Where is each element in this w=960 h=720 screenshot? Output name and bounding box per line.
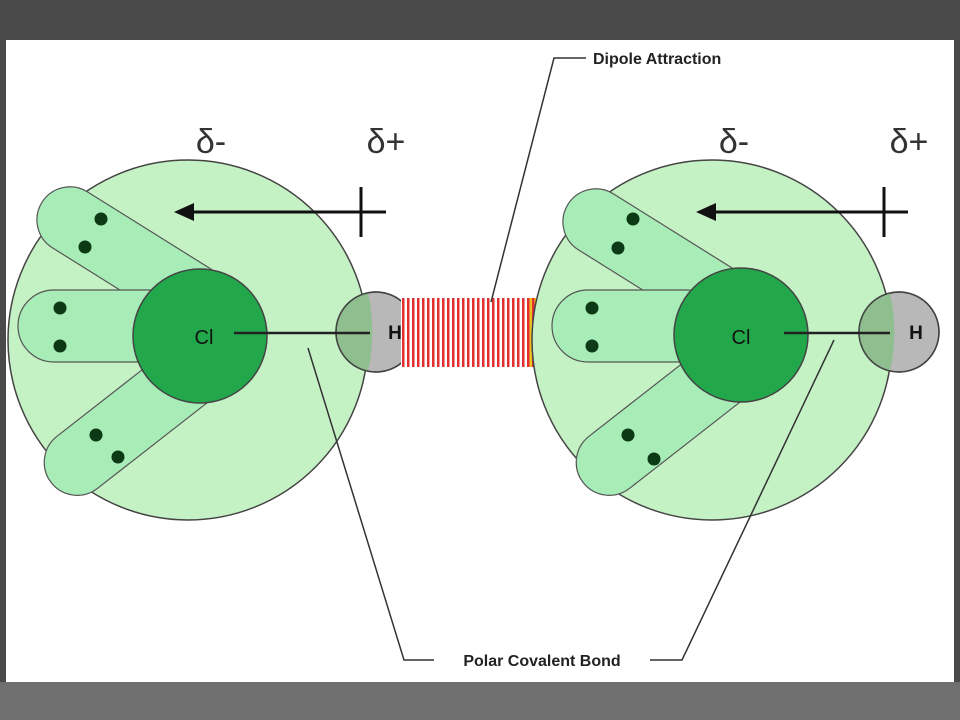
dipole-arrow bbox=[174, 187, 386, 237]
electron-dot bbox=[89, 428, 103, 442]
electron-dot bbox=[647, 452, 661, 466]
dipole-attraction-label: Dipole Attraction bbox=[593, 51, 721, 68]
hcl-dipole-diagram: Cl H δ- δ+ bbox=[7, 51, 940, 670]
electron-dot bbox=[585, 339, 599, 353]
polar-covalent-bond-label: Polar Covalent Bond bbox=[463, 653, 620, 670]
partial-positive-label: δ+ bbox=[367, 123, 406, 161]
chlorine-label: Cl bbox=[195, 327, 214, 349]
electron-dot bbox=[78, 240, 92, 254]
dipole-arrow bbox=[696, 187, 908, 237]
electron-dot bbox=[621, 428, 635, 442]
leader-line bbox=[490, 57, 586, 303]
leader-line bbox=[307, 347, 434, 661]
partial-positive-label: δ+ bbox=[890, 123, 929, 161]
partial-negative-label: δ- bbox=[719, 123, 749, 161]
hydrogen-label: H bbox=[388, 323, 402, 344]
chlorine-label: Cl bbox=[732, 327, 751, 349]
electron-dot bbox=[626, 212, 640, 226]
molecule-left: Cl H δ- δ+ bbox=[7, 123, 417, 521]
electron-dot bbox=[53, 301, 67, 315]
callout-polar-covalent-bond: Polar Covalent Bond bbox=[307, 339, 835, 670]
hydrogen-label: H bbox=[909, 323, 923, 344]
electron-dot bbox=[585, 301, 599, 315]
partial-negative-label: δ- bbox=[196, 123, 226, 161]
molecule-right: Cl H δ- δ+ bbox=[531, 123, 940, 521]
electron-dot bbox=[611, 241, 625, 255]
slide-frame-top bbox=[0, 0, 960, 40]
electron-dot bbox=[94, 212, 108, 226]
leader-line bbox=[650, 339, 835, 661]
electron-dot bbox=[53, 339, 67, 353]
chlorine-atom bbox=[673, 267, 809, 403]
dipole-attraction-band bbox=[401, 298, 552, 367]
slide-frame-bottom bbox=[0, 682, 960, 720]
diagram-canvas: Cl H δ- δ+ bbox=[6, 40, 954, 682]
callout-dipole-attraction: Dipole Attraction bbox=[490, 51, 721, 303]
electron-dot bbox=[111, 450, 125, 464]
chlorine-atom bbox=[132, 268, 268, 404]
